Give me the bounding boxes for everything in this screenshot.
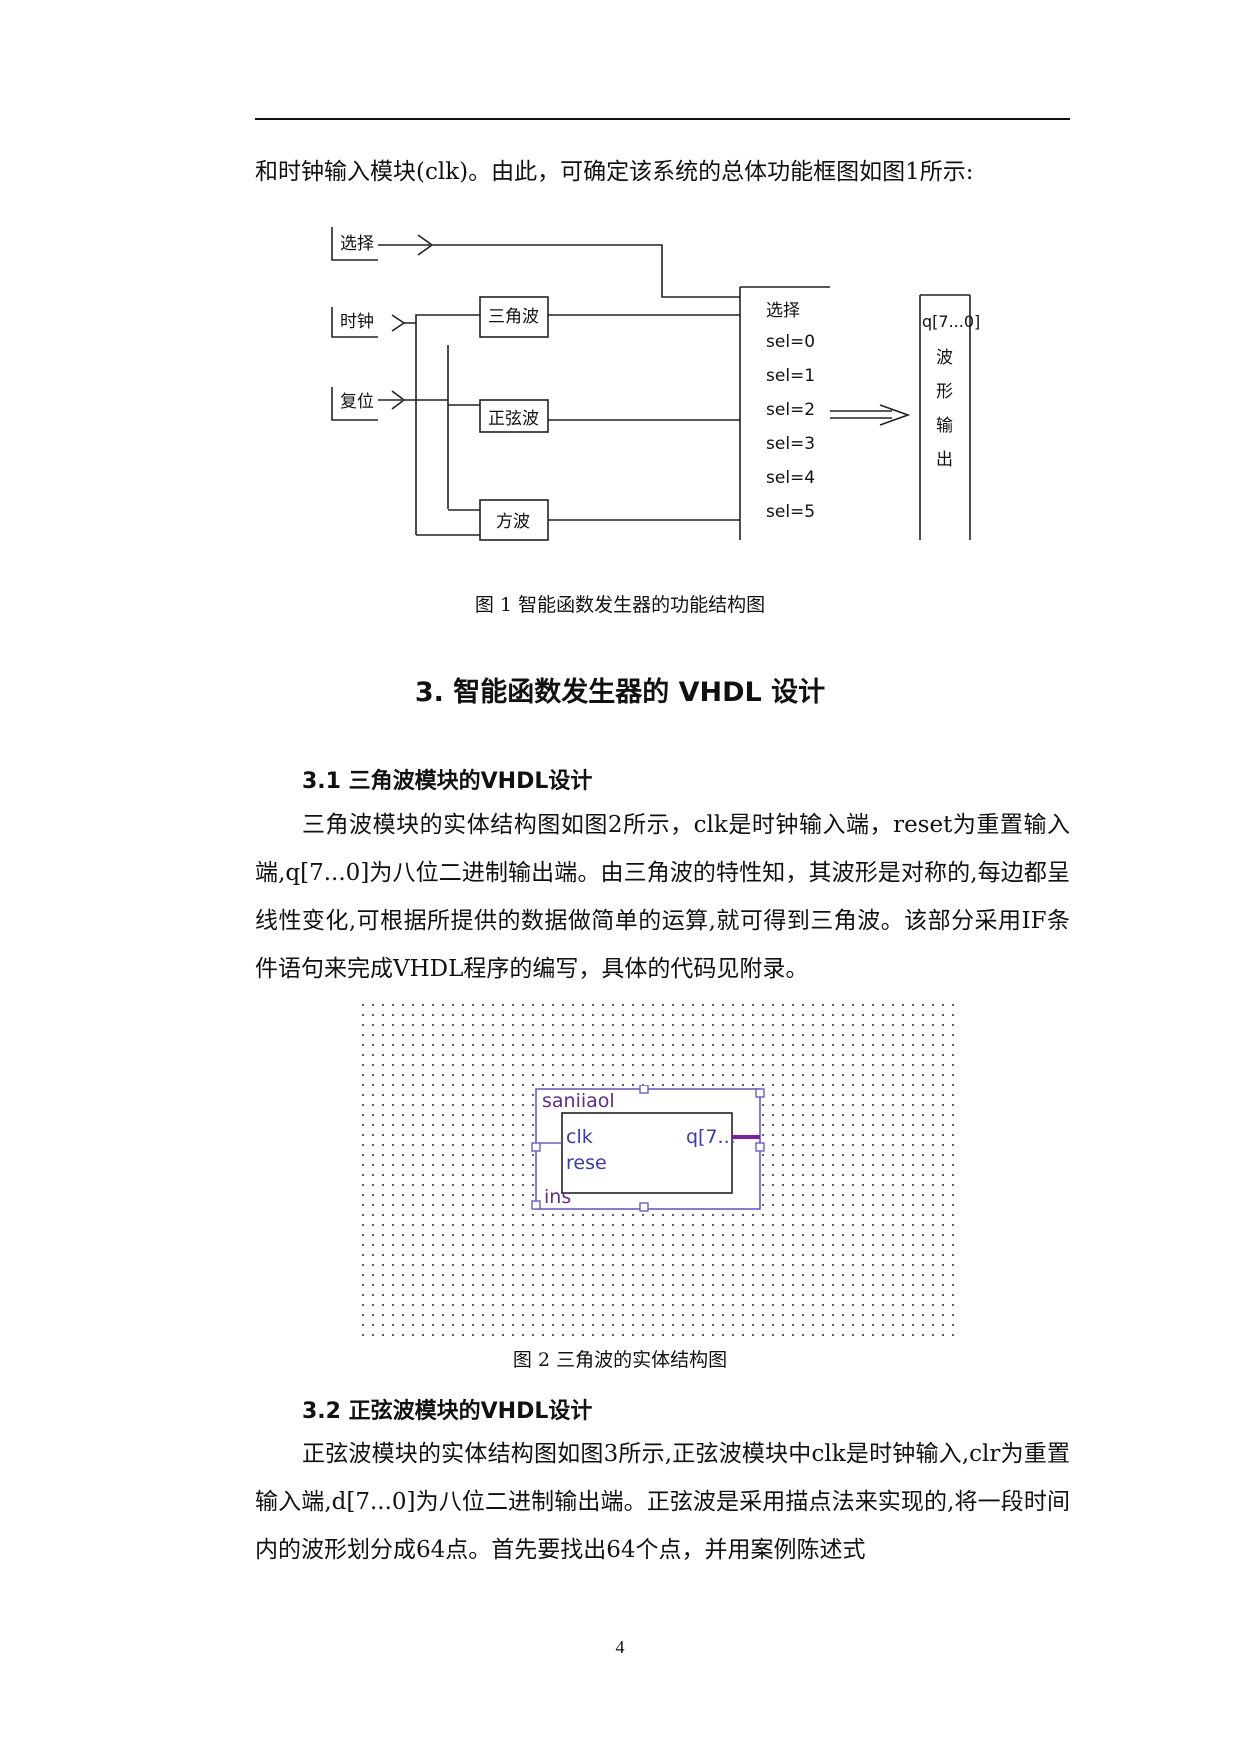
mux-option: sel=4 — [766, 468, 815, 488]
module-square-label: 方波 — [496, 512, 530, 532]
output-char: 形 — [936, 382, 953, 402]
input-reset-label: 复位 — [340, 392, 374, 412]
intro-paragraph: 和时钟输入模块(clk)。由此，可确定该系统的总体功能框图如图1所示: — [255, 159, 974, 185]
port-reset: rese — [566, 1152, 607, 1174]
mux-option: sel=2 — [766, 400, 815, 420]
instance-label: ins — [544, 1186, 571, 1208]
subsection-3-2-paragraph: 正弦波模块的实体结构图如图3所示,正弦波模块中clk是时钟输入,clr为重置输入… — [255, 1441, 1070, 1563]
mux-option: sel=0 — [766, 332, 815, 352]
port-clk: clk — [566, 1126, 593, 1148]
input-clock-label: 时钟 — [340, 312, 374, 332]
output-char: 波 — [936, 348, 953, 368]
input-select-label: 选择 — [340, 234, 374, 254]
module-sine-label: 正弦波 — [488, 409, 539, 429]
mux-title: 选择 — [766, 301, 800, 321]
port-output: q[7... — [686, 1126, 736, 1148]
figure2-caption: 图 2 三角波的实体结构图 — [512, 1349, 728, 1371]
output-char: 输 — [936, 416, 953, 436]
subsection-3-1-paragraph: 三角波模块的实体结构图如图2所示，clk是时钟输入端，reset为重置输入端,q… — [255, 812, 1070, 982]
mux-option: sel=5 — [766, 502, 815, 522]
mux-option: sel=1 — [766, 366, 815, 386]
output-bus-label: q[7...0] — [922, 312, 980, 331]
page-number: 4 — [615, 1637, 625, 1657]
section-title: 3. 智能函数发生器的 VHDL 设计 — [414, 677, 826, 708]
figure1-diagram: 选择 时钟 复位 三角波 正弦波 方波 选择 sel=0 sel=1 sel=2… — [331, 227, 980, 541]
mux-option: sel=3 — [766, 434, 815, 454]
block-name: saniiaol — [542, 1090, 615, 1112]
subsection-3-2-title: 3.2 正弦波模块的VHDL设计 — [302, 1399, 593, 1424]
output-char: 出 — [936, 450, 953, 470]
header-rule — [255, 118, 1070, 120]
module-triangle-label: 三角波 — [488, 307, 539, 327]
figure1-caption: 图 1 智能函数发生器的功能结构图 — [474, 594, 766, 616]
figure2-block-symbol: saniiaol clk rese q[7... ins — [531, 1085, 765, 1212]
subsection-3-1-title: 3.1 三角波模块的VHDL设计 — [302, 769, 593, 794]
